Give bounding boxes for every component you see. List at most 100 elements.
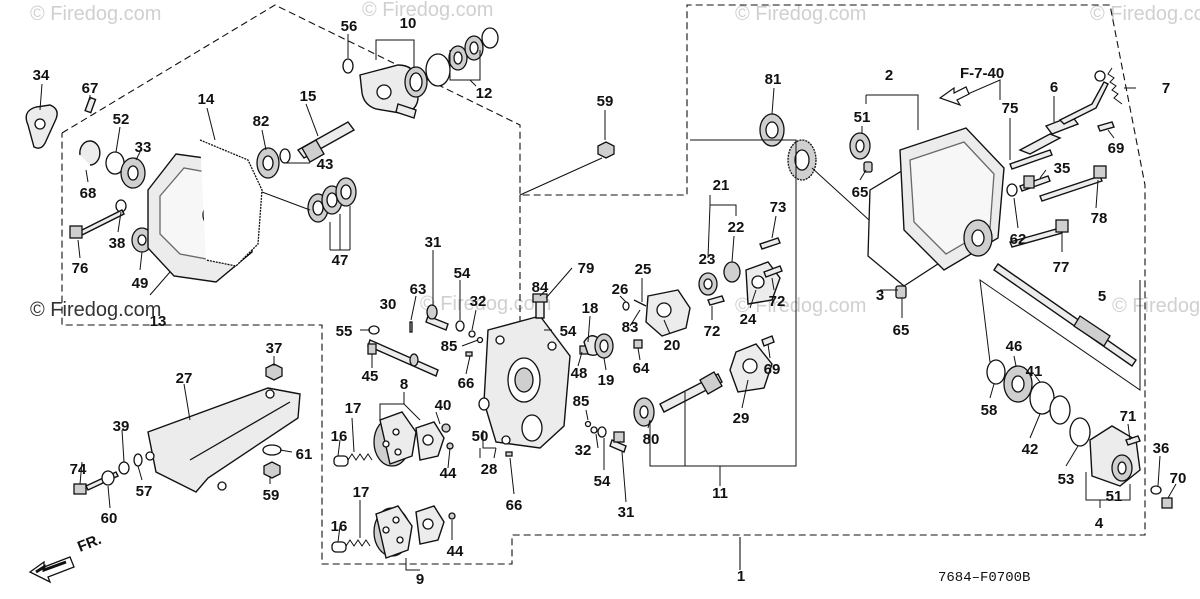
part-label: 19 [598, 372, 615, 389]
drawing-code: 7684–F0700B [938, 570, 1030, 586]
part-label: 46 [1006, 338, 1023, 355]
part-label: 59 [263, 487, 280, 504]
part-label: 72 [769, 293, 786, 310]
part-label: 82 [253, 113, 270, 130]
part-label: 69 [764, 361, 781, 378]
part-label: 15 [300, 88, 317, 105]
part-label: 59 [597, 93, 614, 110]
part-label: 38 [109, 235, 126, 252]
right-housing-assembly [759, 67, 1173, 509]
part-label: 17 [353, 484, 370, 501]
part-label: 79 [578, 260, 595, 277]
part-label: 57 [136, 483, 153, 500]
part-label: 77 [1053, 259, 1070, 276]
watermark: © Firedog.com [30, 299, 161, 321]
assembly-boundaries [61, 4, 1146, 570]
part-label: 18 [582, 300, 599, 317]
part-label: 33 [135, 139, 152, 156]
part-label: 67 [82, 80, 99, 97]
part-label: 85 [441, 338, 458, 355]
part-label: 40 [435, 397, 452, 414]
part-label: 17 [345, 400, 362, 417]
part-label: 47 [332, 252, 349, 269]
part-label: 45 [362, 368, 379, 385]
part-label: 62 [1010, 231, 1027, 248]
part-label: 64 [633, 360, 650, 377]
part-label: 54 [560, 323, 577, 340]
part-label: 30 [380, 296, 397, 313]
part-label: 61 [296, 446, 313, 463]
part-label: 44 [440, 465, 457, 482]
part-label: 75 [1002, 100, 1019, 117]
part-label: 39 [113, 418, 130, 435]
part-label: 55 [336, 323, 353, 340]
part-label: 8 [400, 376, 408, 393]
part-label: 14 [198, 91, 215, 108]
part-label: 43 [317, 156, 334, 173]
part-label: 6 [1050, 79, 1058, 96]
part-label: 63 [410, 281, 427, 298]
reference-arrow-icon [938, 86, 970, 107]
part-label: 66 [506, 497, 523, 514]
part-label: 44 [447, 543, 464, 560]
part-label: 49 [132, 275, 149, 292]
part-label: 69 [1108, 140, 1125, 157]
part-label: 60 [101, 510, 118, 527]
part-label: 70 [1170, 470, 1187, 487]
part-label: 48 [571, 365, 588, 382]
part-label: 37 [266, 340, 283, 357]
part-label: 29 [733, 410, 750, 427]
part-label: 25 [635, 261, 652, 278]
part-label: 81 [765, 71, 782, 88]
part-label: 51 [1106, 488, 1123, 505]
leader-lines [39, 34, 1177, 571]
part-label: 73 [770, 199, 787, 216]
part-label: 7 [1162, 80, 1170, 97]
part-label: 35 [1054, 160, 1071, 177]
watermark: © Firedog.com [1112, 295, 1200, 317]
part-label: 80 [643, 431, 660, 448]
part-label: 32 [470, 293, 487, 310]
part-label: 13 [150, 313, 167, 330]
part-label: 58 [981, 402, 998, 419]
part-label: 32 [575, 442, 592, 459]
part-labels: 1 2 3 4 5 6 7 8 9 10 11 12 13 14 15 16 1… [33, 15, 1187, 588]
part-label: 10 [400, 15, 417, 32]
part-label: 72 [704, 323, 721, 340]
part-label: 23 [699, 251, 716, 268]
part-label: 56 [341, 18, 358, 35]
front-direction-indicator: FR. [28, 531, 104, 584]
part-label: 16 [331, 518, 348, 535]
part-label: 12 [476, 85, 493, 102]
part-label: 27 [176, 370, 193, 387]
part-label: 65 [852, 184, 869, 201]
part-label: 16 [331, 428, 348, 445]
part-label: 68 [80, 185, 97, 202]
part-label: 85 [573, 393, 590, 410]
part-label: 71 [1120, 408, 1137, 425]
part-label: 54 [454, 265, 471, 282]
part-label: 2 [885, 67, 893, 84]
part-label: 74 [70, 461, 87, 478]
part-label: 84 [532, 279, 549, 296]
part-label: 51 [854, 109, 871, 126]
part-label: 1 [737, 568, 745, 585]
part-label: 53 [1058, 471, 1075, 488]
part-label: 36 [1153, 440, 1170, 457]
valve-body-assembly [331, 141, 783, 559]
part-label: 42 [1022, 441, 1039, 458]
part-label: 83 [622, 319, 639, 336]
part-label: 31 [618, 504, 635, 521]
part-label: 31 [425, 234, 442, 251]
watermark: © Firedog.com [1090, 3, 1200, 25]
watermark: © Firedog.com [30, 3, 161, 25]
part-label: 76 [72, 260, 89, 277]
part-label: 66 [458, 375, 475, 392]
part-label: 3 [876, 287, 884, 304]
part-label: 26 [612, 281, 629, 298]
part-label: 54 [594, 473, 611, 490]
watermark: © Firedog.com [362, 0, 493, 21]
direction-label: FR. [75, 531, 104, 556]
part-label: 5 [1098, 288, 1106, 305]
